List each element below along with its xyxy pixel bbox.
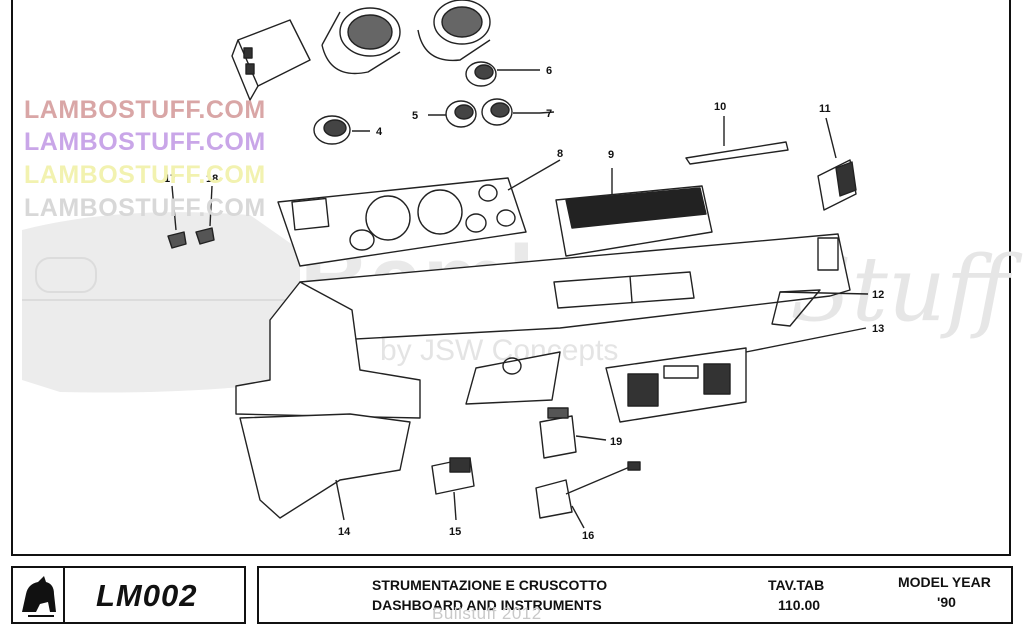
callout-6: 6 [546,65,552,77]
background-car-silhouette [22,212,300,393]
switch-block-part [231,19,311,101]
small-gauge-6 [465,61,540,87]
callout-13: 13 [872,323,884,335]
callout-10: 10 [714,101,726,113]
lower-cover-part [239,413,411,521]
callout-8: 8 [557,148,563,160]
diagram-frame [11,0,1011,556]
table-label: TAV.TAB [768,577,825,593]
callout-17: 17 [164,173,176,185]
model-year-label: MODEL YEAR [898,574,991,590]
model-code: LM002 [96,578,198,613]
footer-watermark: Bullstuff 2012 [432,604,542,623]
bulb-holder-17 [167,185,187,249]
stalk-switch-part [535,461,641,529]
table-number: 110.00 [778,597,821,613]
footer-title-box [257,566,1013,624]
site-watermark-2: LAMBOSTUFF.COM [24,128,266,156]
title-italian: STRUMENTAZIONE E CRUSCOTTO [372,577,608,593]
air-vent-part [555,168,713,257]
small-gauge-5 [428,100,477,128]
switch-11-part [817,117,857,211]
callout-5: 5 [412,110,418,122]
callout-15: 15 [449,526,461,538]
callout-12: 12 [872,289,884,301]
callout-16: 16 [582,530,594,542]
small-gauge-4 [313,115,370,145]
callout-4: 4 [376,126,383,138]
callout-14: 14 [338,526,351,538]
site-watermark-4: LAMBOSTUFF.COM [24,194,266,222]
switch-panel-part [605,327,867,423]
model-year-value: '90 [937,594,956,610]
callout-7: 7 [546,108,552,120]
dashboard-assembly-part [235,233,869,419]
callout-9: 9 [608,149,614,161]
site-watermark-1: LAMBOSTUFF.COM [24,96,266,124]
callout-labels: 4 5 6 7 8 9 10 11 12 13 14 15 16 17 18 1… [164,65,884,542]
tachometer-gauge-part [417,0,491,62]
site-watermark-3: LAMBOSTUFF.COM [24,161,266,189]
relay-part [539,407,607,459]
instrument-cluster-panel-part [277,159,561,267]
small-gauge-7 [481,98,540,126]
speedometer-gauge-part [321,7,401,75]
callout-18: 18 [206,173,218,185]
bulb-holder-18 [195,185,215,245]
title-english: DASHBOARD AND INSTRUMENTS [372,597,602,613]
background-concepts-watermark: by JSW Concepts [380,334,618,367]
trim-strip-part [685,116,789,165]
callout-11: 11 [819,103,831,115]
lamborghini-bull-logo-icon [22,576,56,617]
callout-19: 19 [610,436,622,448]
switch-15-part [431,457,475,521]
